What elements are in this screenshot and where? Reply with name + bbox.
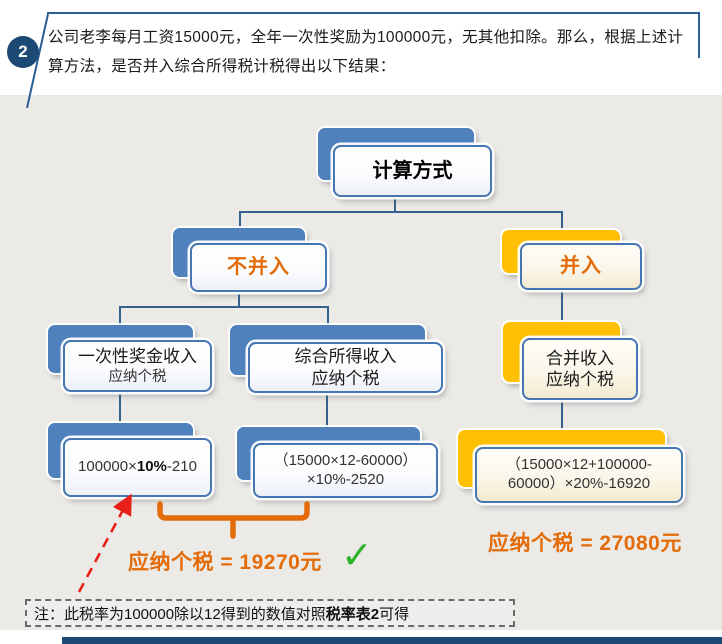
bottom-accent-bar <box>62 637 722 644</box>
connector <box>394 197 396 213</box>
formula-merged-box: （15000×12+100000- 60000）×20%-16920 <box>475 447 683 503</box>
formula-comprehensive-line2: ×10%-2520 <box>306 470 385 488</box>
node-root-box: 计算方式 <box>333 145 492 197</box>
formula-merged-line1: （15000×12+100000- <box>506 456 652 474</box>
node-combine-box: 并入 <box>520 243 642 290</box>
node-merged-income-box: 合并收入 应纳个税 <box>522 338 638 400</box>
check-icon: ✓ <box>341 533 373 577</box>
header-top-line <box>47 12 700 14</box>
connector <box>561 399 563 431</box>
note-suffix: 可得 <box>379 605 410 623</box>
intro-text: 公司老李每月工资15000元，全年一次性奖励为100000元，无其他扣除。那么，… <box>48 29 684 75</box>
formula-comprehensive-box: （15000×12-60000） ×10%-2520 <box>253 443 438 498</box>
node-combine-label: 并入 <box>560 255 602 277</box>
node-bonus-income-title: 一次性奖金收入 <box>78 347 197 367</box>
formula-comprehensive-line1: （15000×12-60000） <box>273 451 418 469</box>
formula-bonus-post: -210 <box>166 458 197 476</box>
connector <box>239 211 563 213</box>
node-root-label: 计算方式 <box>372 159 453 182</box>
node-merged-income-subtitle: 应纳个税 <box>546 370 614 389</box>
node-comprehensive-income-box: 综合所得收入 应纳个税 <box>248 342 443 393</box>
note-bold: 税率表2 <box>325 605 380 623</box>
result-combined: 应纳个税 = 27080元 <box>488 532 682 555</box>
result-separate: 应纳个税 = 19270元 <box>128 551 322 574</box>
connector <box>326 392 328 428</box>
note-prefix: 注：此税率为100000除以12得到的数值对照 <box>34 605 326 623</box>
node-separate-box: 不并入 <box>190 243 327 292</box>
node-comprehensive-income-subtitle: 应纳个税 <box>311 368 380 388</box>
node-merged-income-title: 合并收入 <box>546 348 614 368</box>
formula-bonus-text: 100000×10%-210 <box>78 458 197 477</box>
connector <box>239 211 241 229</box>
node-bonus-income-subtitle: 应纳个税 <box>108 368 167 385</box>
formula-bonus-box: 100000×10%-210 <box>63 438 212 497</box>
connector <box>561 289 563 323</box>
connector <box>119 306 329 308</box>
node-comprehensive-income-title: 综合所得收入 <box>294 347 397 367</box>
step-number-badge: 2 <box>7 36 39 68</box>
connector <box>119 391 121 424</box>
connector <box>561 211 563 231</box>
node-bonus-income-box: 一次性奖金收入 应纳个税 <box>63 340 212 392</box>
connector <box>238 291 240 308</box>
formula-merged-line2: 60000）×20%-16920 <box>507 475 651 492</box>
connector <box>119 306 121 326</box>
formula-bonus-pre: 100000× <box>78 458 137 476</box>
connector <box>327 306 329 326</box>
node-separate-label: 不并入 <box>227 256 290 278</box>
header-right-line <box>698 12 700 58</box>
formula-bonus-rate: 10% <box>136 458 167 476</box>
